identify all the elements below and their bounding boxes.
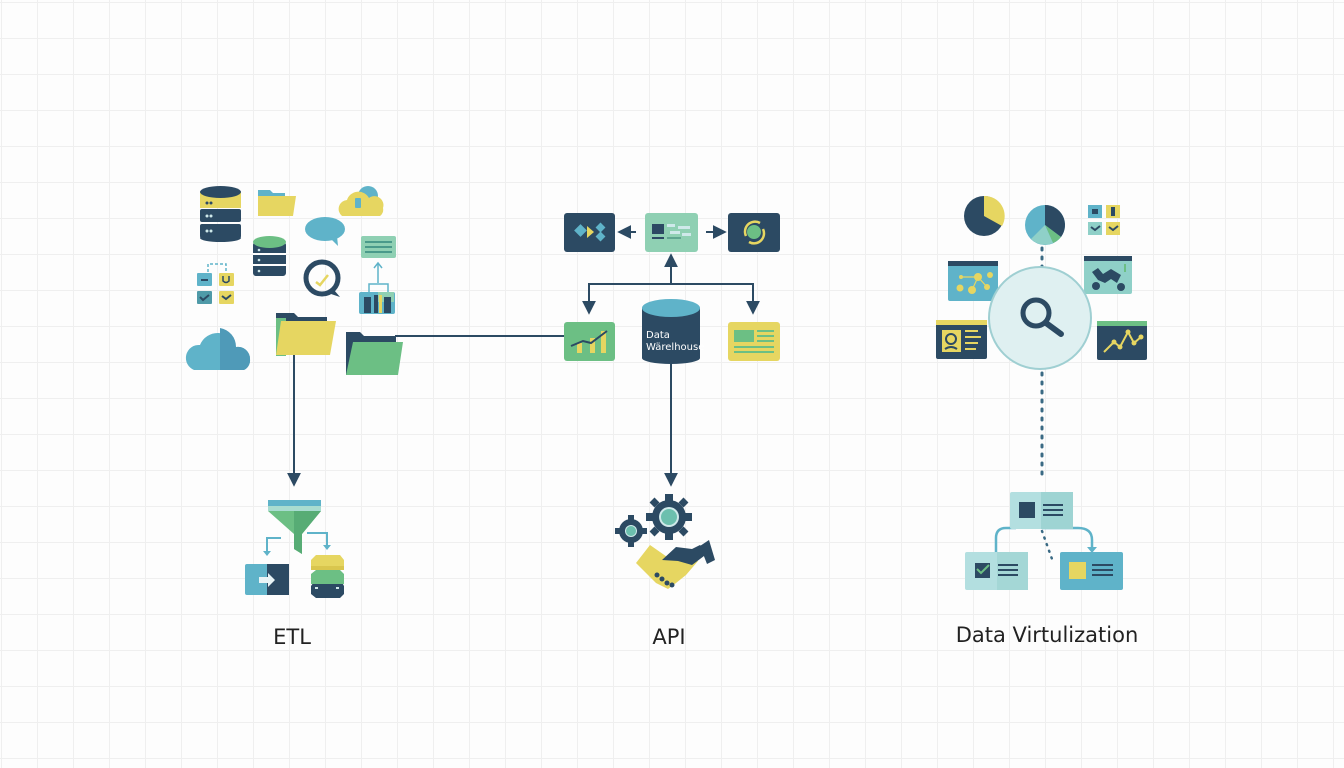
funnel-branch-left-head [263,551,271,556]
source-card-icon [1010,492,1073,529]
etl-process [245,500,344,598]
api-process [615,494,715,589]
report-icon [728,322,780,361]
dashboard-icon [645,213,698,252]
card-branch-right [1042,526,1094,548]
api-cluster: Data Wärelhouse [564,213,780,364]
transform-icon [564,213,615,252]
pie-chart-icon [1025,205,1065,245]
handshake-icon [636,540,715,589]
clock-check-icon [303,259,341,297]
database-icon [253,236,286,276]
gears-icon [615,494,692,547]
task-checklist-icon [197,263,234,304]
folder-icon [346,332,403,375]
virtualization-output [965,492,1123,590]
hub-branch-left-connector [582,283,671,315]
map-panel-icon [1084,256,1132,294]
sync-ring-icon [728,213,780,252]
card-branch-right-head [1087,547,1097,553]
profile-panel-icon [936,320,987,359]
warehouse-label-line2: Wärelhouse [646,342,704,353]
import-arrow-icon [245,564,289,595]
funnel-branch-right-head [323,545,331,550]
data-split-icon [359,261,395,314]
folder-icon [276,313,336,356]
flow-panel-icon [948,261,998,301]
data-warehouse-icon: Data Wärelhouse [642,299,704,364]
checklist-grid-icon [1088,205,1120,235]
target-card-icon [1060,552,1123,590]
chat-bubble-icon [305,217,345,246]
checked-card-icon [965,552,1028,590]
funnel-icon [268,500,321,554]
card-dotted-link [1040,529,1054,561]
data-virtualization-label: Data Virtulization [955,623,1139,647]
folder-icon [258,190,296,216]
stacked-data-icon [311,555,344,598]
hub-branch-right-connector [671,283,760,315]
line-chart-panel-icon [1097,321,1147,360]
cloud-icon [338,186,384,216]
cloud-icon [185,328,251,370]
virtualization-cluster [936,195,1147,370]
etl-label: ETL [273,625,311,649]
card-branch-left [994,526,1016,552]
pie-chart-icon [964,195,1005,236]
growth-chart-icon [564,322,615,361]
api-label: API [652,625,686,649]
funnel-branch-right [307,532,328,546]
database-icon [200,186,241,242]
funnel-branch-left [266,537,281,552]
document-list-icon [361,236,396,258]
warehouse-label-line1: Data [646,330,670,341]
search-icon [988,266,1092,370]
etl-source-cluster [185,186,403,375]
